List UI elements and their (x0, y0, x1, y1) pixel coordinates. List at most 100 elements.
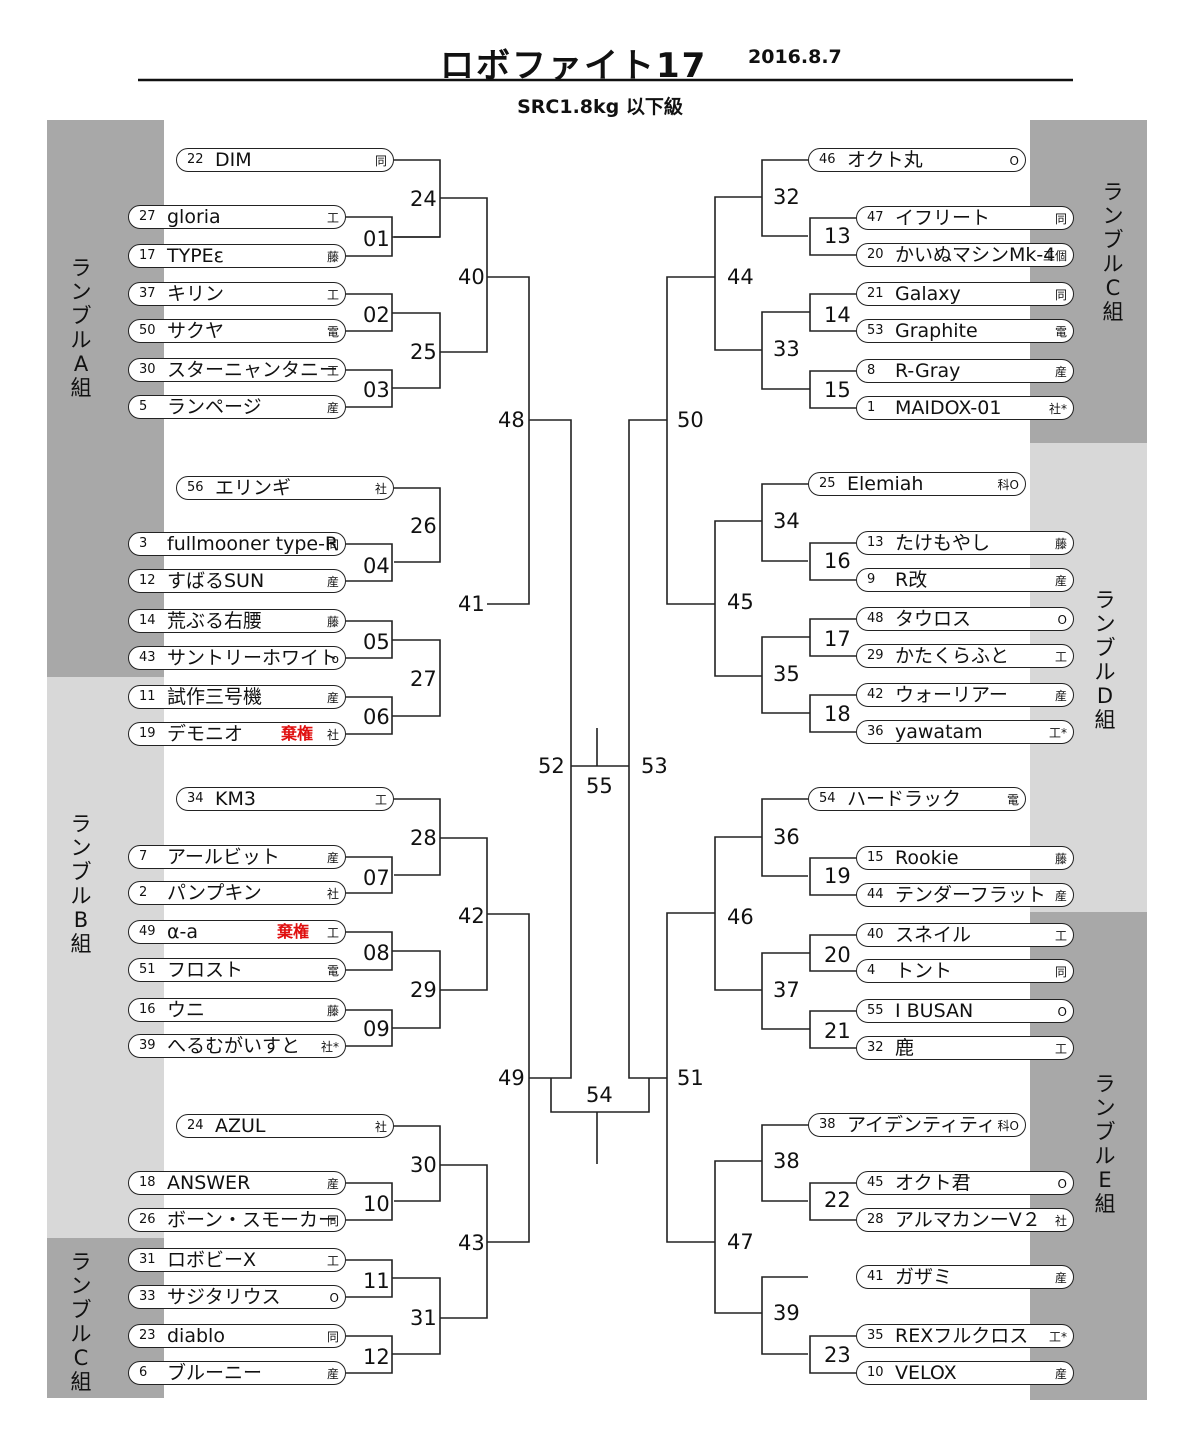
entry-seed: 19 (139, 726, 156, 741)
entry-seed: 37 (139, 286, 156, 301)
match-number: 16 (823, 549, 852, 573)
match-number: 52 (537, 754, 566, 778)
match-number: 32 (772, 185, 801, 209)
affiliation: 電 (1054, 325, 1067, 339)
match-number: 40 (457, 265, 486, 289)
entry-seed: 56 (187, 480, 204, 495)
affiliation: 同 (326, 1214, 339, 1228)
bracket-connector (392, 639, 441, 717)
robot-name: デモニオ (167, 723, 244, 745)
match-number: 34 (772, 509, 801, 533)
bracket-connector (761, 483, 808, 562)
robot-name: R改 (895, 569, 928, 591)
affiliation: 工* (1048, 726, 1067, 740)
affiliation: 社* (320, 1040, 339, 1054)
bracket-connector (761, 1124, 808, 1202)
bracket-connector (809, 1182, 856, 1221)
bracket-connector (487, 276, 530, 605)
match-number: 36 (772, 825, 801, 849)
bracket-connector (550, 1078, 650, 1113)
affiliation: 工個 (1042, 249, 1067, 263)
robot-name: Graphite (895, 320, 978, 342)
robot-name: α-a (167, 921, 199, 943)
entry-seed: 53 (867, 323, 884, 338)
entry-seed: 40 (867, 927, 884, 942)
match-number: 18 (823, 702, 852, 726)
bracket-connector (761, 636, 810, 714)
affiliation: 社 (374, 1120, 387, 1134)
affiliation: O (1057, 1177, 1067, 1191)
match-number: 29 (409, 978, 438, 1002)
entry-seed: 55 (867, 1003, 884, 1018)
entry-seed: 51 (139, 962, 156, 977)
affiliation: 産 (1054, 889, 1067, 903)
robot-name: イフリート (895, 207, 991, 229)
match-number: 39 (772, 1301, 801, 1325)
affiliation: 社* (1048, 402, 1067, 416)
affiliation: 社 (374, 482, 387, 496)
robot-name: トント (895, 960, 953, 982)
entry-seed: 38 (819, 1117, 836, 1132)
event-date: 2016.8.7 (748, 46, 842, 68)
match-number: 27 (409, 667, 438, 691)
bracket-connector (394, 798, 441, 876)
bracket-connector (761, 952, 810, 1030)
affiliation: 電 (326, 325, 339, 339)
bracket-connector (809, 217, 856, 256)
robot-name: アイデンティティ (847, 1114, 996, 1136)
match-number: 43 (457, 1231, 486, 1255)
bracket-connector (761, 1276, 808, 1355)
bracket-connector (440, 197, 488, 353)
entry-seed: 49 (139, 924, 156, 939)
robot-name: オクト君 (895, 1172, 971, 1194)
affiliation: 工 (326, 211, 339, 225)
robot-name: たけもやし (895, 532, 991, 554)
match-number: 30 (409, 1153, 438, 1177)
robot-name: ハードラック (847, 788, 962, 810)
match-number: 42 (457, 904, 486, 928)
bracket-connector (346, 543, 393, 582)
robot-name: ウニ (167, 999, 206, 1021)
affiliation: 産 (1054, 574, 1067, 588)
entry-seed: 29 (867, 648, 884, 663)
entry-seed: 14 (139, 613, 156, 628)
match-number: 06 (362, 705, 391, 729)
match-number: 50 (676, 408, 705, 432)
entry-seed: 1 (867, 400, 876, 415)
entry-seed: 35 (867, 1328, 884, 1343)
bracket-connector (392, 1277, 441, 1355)
group-panel-left-b (47, 677, 164, 1238)
entry-seed: 31 (139, 1252, 156, 1267)
bracket-connector (714, 196, 762, 351)
affiliation: 社 (1054, 1214, 1067, 1228)
affiliation: 電 (1006, 793, 1019, 807)
match-number: 19 (823, 864, 852, 888)
robot-name: かいぬマシンMk-4 (895, 244, 1056, 266)
entry-seed: 26 (139, 1212, 156, 1227)
robot-name: ガザミ (895, 1266, 953, 1288)
robot-name: タウロス (895, 608, 972, 630)
bracket-connector (714, 520, 762, 677)
robot-name: AZUL (215, 1115, 266, 1137)
robot-name: すばるSUN (167, 570, 265, 592)
match-number: 49 (497, 1066, 526, 1090)
bracket-connector (529, 419, 572, 1079)
match-number: 53 (640, 754, 669, 778)
entry-seed: 17 (139, 248, 156, 263)
entry-seed: 12 (139, 573, 156, 588)
robot-name: アールビット (167, 846, 280, 868)
affiliation: 同 (326, 538, 339, 552)
